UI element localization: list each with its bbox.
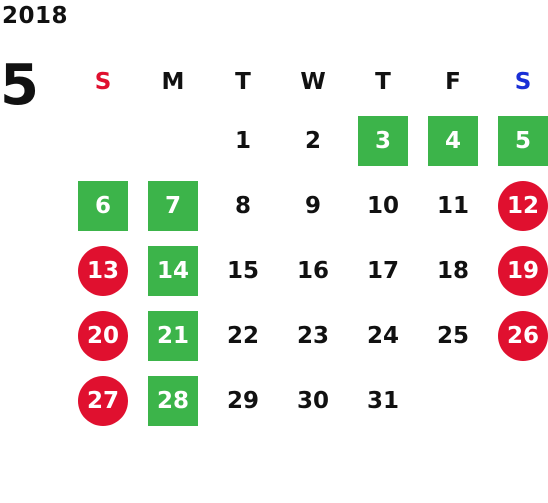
highlighted-day-number: 7 [148, 180, 198, 231]
day-number: 25 [436, 322, 469, 349]
holiday-day-number: 12 [498, 180, 548, 231]
empty-day-cell [488, 368, 548, 433]
day-number: 9 [304, 192, 321, 219]
weekday-header: S [514, 68, 532, 95]
day-number: 23 [296, 322, 329, 349]
day-cell[interactable]: 17 [348, 238, 418, 303]
day-cell[interactable]: 15 [208, 238, 278, 303]
day-cell[interactable]: 22 [208, 303, 278, 368]
day-number: 30 [296, 387, 329, 414]
day-number: 18 [436, 257, 469, 284]
day-number: 11 [436, 192, 469, 219]
day-cell[interactable]: 18 [418, 238, 488, 303]
empty-day-cell [68, 108, 138, 173]
highlighted-day-number: 21 [148, 310, 198, 361]
day-cell[interactable]: 14 [138, 238, 208, 303]
day-number: 2 [304, 127, 321, 154]
highlighted-day-number: 6 [78, 180, 128, 231]
holiday-day-number: 19 [498, 245, 548, 296]
day-number: 17 [366, 257, 399, 284]
day-cell[interactable]: 1 [208, 108, 278, 173]
highlighted-day-number: 3 [358, 115, 408, 166]
day-cell[interactable]: 6 [68, 173, 138, 238]
holiday-day-number: 27 [78, 375, 128, 426]
day-number: 1 [234, 127, 251, 154]
day-cell[interactable]: 28 [138, 368, 208, 433]
day-number [428, 376, 478, 426]
holiday-day-number: 20 [78, 310, 128, 361]
day-cell[interactable]: 9 [278, 173, 348, 238]
day-cell[interactable]: 27 [68, 368, 138, 433]
day-cell[interactable]: 21 [138, 303, 208, 368]
day-cell[interactable]: 4 [418, 108, 488, 173]
day-cell[interactable]: 20 [68, 303, 138, 368]
day-cell[interactable]: 29 [208, 368, 278, 433]
day-number: 29 [226, 387, 259, 414]
day-cell[interactable]: 7 [138, 173, 208, 238]
highlighted-day-number: 14 [148, 245, 198, 296]
day-number: 15 [226, 257, 259, 284]
empty-day-cell [418, 368, 488, 433]
day-number: 10 [366, 192, 399, 219]
day-cell[interactable]: 13 [68, 238, 138, 303]
day-cell[interactable]: 2 [278, 108, 348, 173]
day-cell[interactable]: 23 [278, 303, 348, 368]
day-number: 31 [366, 387, 399, 414]
holiday-day-number: 26 [498, 310, 548, 361]
day-cell[interactable]: 10 [348, 173, 418, 238]
calendar-month: 5 [0, 53, 39, 118]
weekday-header: S [94, 68, 112, 95]
weekday-header: F [445, 68, 461, 95]
day-number: 22 [226, 322, 259, 349]
weekday-header: T [235, 68, 251, 95]
day-cell[interactable]: 3 [348, 108, 418, 173]
day-cell[interactable]: 11 [418, 173, 488, 238]
weekday-header: T [375, 68, 391, 95]
day-number: 8 [234, 192, 251, 219]
empty-day-cell [138, 108, 208, 173]
weekday-header: W [300, 68, 326, 95]
highlighted-day-number: 5 [498, 115, 548, 166]
highlighted-day-number: 28 [148, 375, 198, 426]
day-cell[interactable]: 30 [278, 368, 348, 433]
highlighted-day-number: 4 [428, 115, 478, 166]
day-cell[interactable]: 19 [488, 238, 548, 303]
day-number: 24 [366, 322, 399, 349]
day-cell[interactable]: 25 [418, 303, 488, 368]
day-cell[interactable]: 8 [208, 173, 278, 238]
day-cell[interactable]: 26 [488, 303, 548, 368]
day-number [148, 116, 198, 166]
day-number [498, 376, 548, 426]
day-number: 16 [296, 257, 329, 284]
day-cell[interactable]: 16 [278, 238, 348, 303]
holiday-day-number: 13 [78, 245, 128, 296]
day-number [78, 116, 128, 166]
day-cell[interactable]: 31 [348, 368, 418, 433]
day-cell[interactable]: 12 [488, 173, 548, 238]
day-cell[interactable]: 24 [348, 303, 418, 368]
calendar-year: 2018 [2, 3, 69, 29]
day-cell[interactable]: 5 [488, 108, 548, 173]
weekday-header: M [161, 68, 185, 95]
